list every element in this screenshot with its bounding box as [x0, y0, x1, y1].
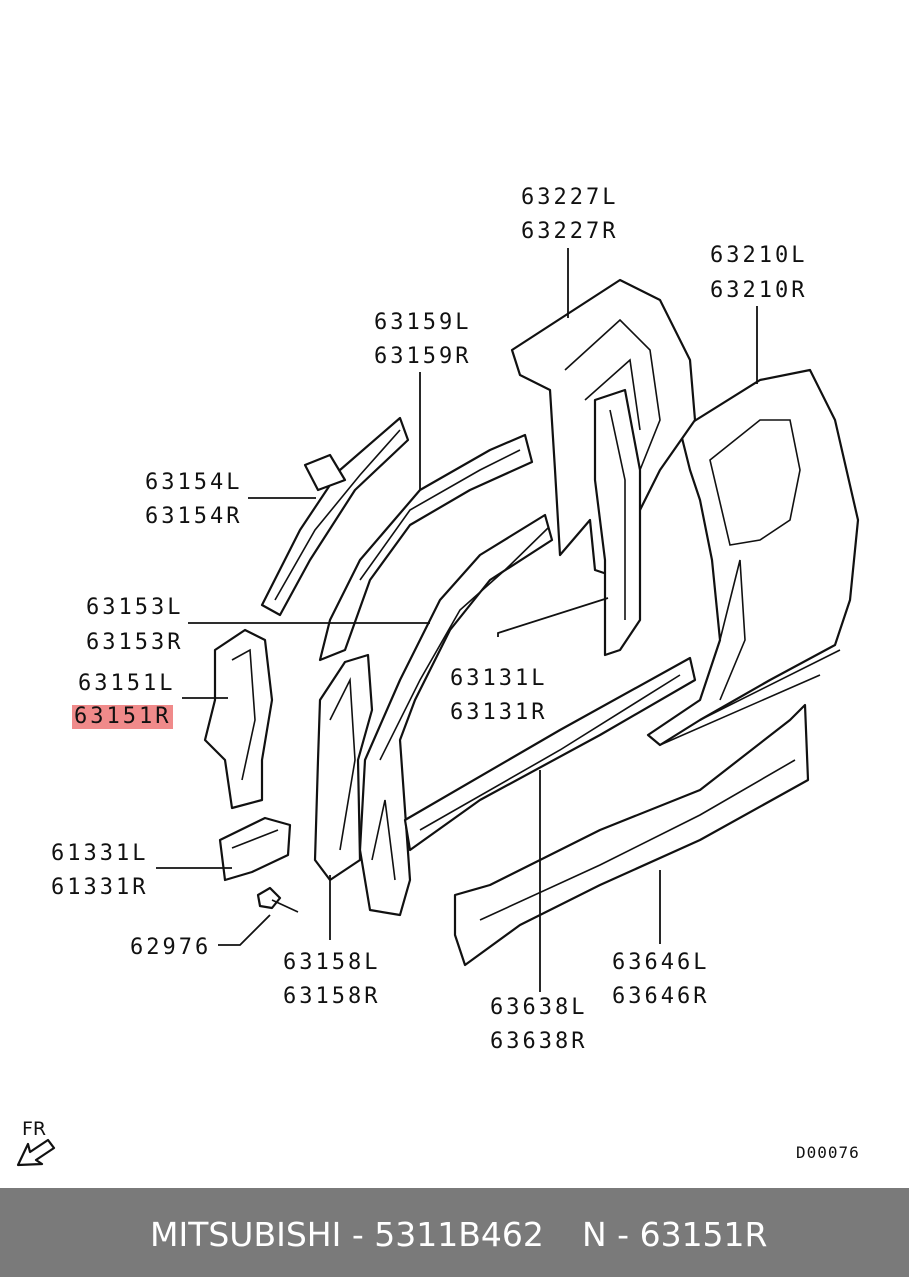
- bracket-part[interactable]: [218, 816, 292, 882]
- label-63158-l[interactable]: 63158L: [283, 950, 381, 975]
- label-63210-l[interactable]: 63210L: [710, 243, 808, 268]
- label-61331-r[interactable]: 61331R: [51, 875, 149, 900]
- label-63159-r[interactable]: 63159R: [374, 344, 472, 369]
- label-63227-r[interactable]: 63227R: [521, 219, 619, 244]
- label-61331-l[interactable]: 61331L: [51, 841, 149, 866]
- label-63151-r-highlighted[interactable]: 63151R: [72, 704, 174, 729]
- front-pillar-part[interactable]: [203, 628, 274, 810]
- label-63131-r[interactable]: 63131R: [450, 700, 548, 725]
- label-63646-l[interactable]: 63646L: [612, 950, 710, 975]
- label-63210-r[interactable]: 63210R: [710, 278, 808, 303]
- label-63158-r[interactable]: 63158R: [283, 984, 381, 1009]
- front-direction-label: FR: [22, 1118, 47, 1140]
- label-63131-l[interactable]: 63131L: [450, 666, 548, 691]
- label-63153-r[interactable]: 63153R: [86, 630, 184, 655]
- footer-bar: MITSUBISHI - 5311B462 N - 63151R: [0, 1188, 909, 1277]
- label-63646-r[interactable]: 63646R: [612, 984, 710, 1009]
- front-roof-rail-part[interactable]: [260, 416, 410, 617]
- footer-brand-part-number: MITSUBISHI - 5311B462: [150, 1215, 544, 1254]
- roof-rail-inner-part[interactable]: [318, 433, 534, 662]
- label-63151-l[interactable]: 63151L: [78, 671, 176, 696]
- label-63154-r[interactable]: 63154R: [145, 504, 243, 529]
- side-sill-part[interactable]: [403, 656, 697, 852]
- center-pillar-part[interactable]: [593, 388, 642, 657]
- parts-diagram: [16, 248, 860, 1167]
- diagram-code: D00076: [796, 1143, 860, 1162]
- label-63638-r[interactable]: 63638R: [490, 1029, 588, 1054]
- label-63227-l[interactable]: 63227L: [521, 185, 619, 210]
- quarter-panel-part[interactable]: [646, 368, 860, 747]
- label-63638-l[interactable]: 63638L: [490, 995, 588, 1020]
- lower-front-pillar-part[interactable]: [313, 653, 374, 882]
- front-direction-arrow-icon: [16, 1138, 56, 1167]
- label-63153-l[interactable]: 63153L: [86, 595, 184, 620]
- bolt-part[interactable]: [256, 886, 299, 913]
- label-63159-l[interactable]: 63159L: [374, 310, 472, 335]
- footer-catalog-number: N - 63151R: [582, 1215, 768, 1254]
- label-62976[interactable]: 62976: [130, 935, 212, 960]
- leader-lines: [156, 248, 758, 992]
- label-63154-l[interactable]: 63154L: [145, 470, 243, 495]
- rocker-outer-part[interactable]: [453, 703, 810, 967]
- side-outer-panel-part[interactable]: [358, 513, 554, 917]
